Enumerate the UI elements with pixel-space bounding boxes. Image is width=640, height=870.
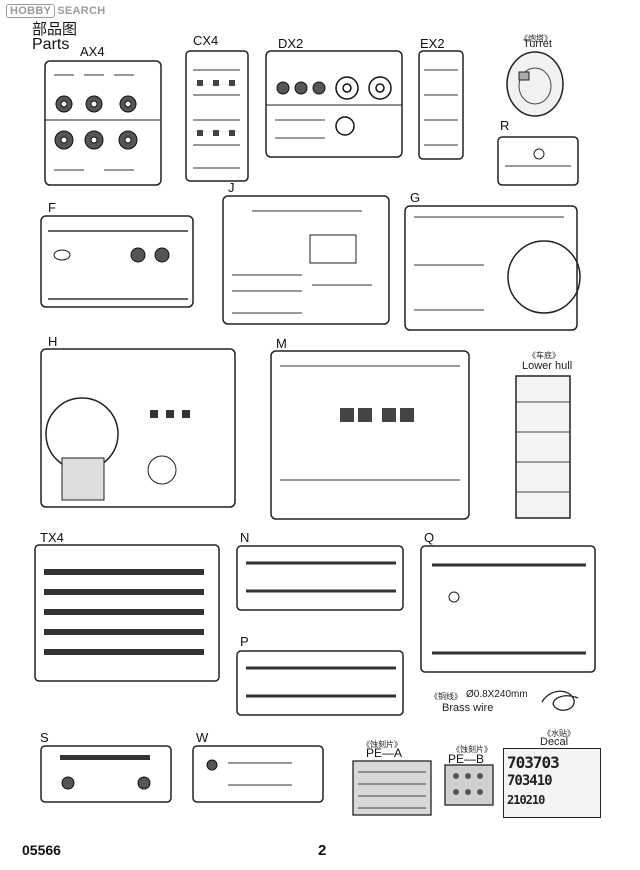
sprue-p-drawing [236, 650, 404, 716]
sprue-label-h: H [48, 334, 58, 349]
sprue-ex2-drawing [418, 50, 464, 160]
lower-hull-drawing [515, 375, 571, 519]
sprue-label-g: G [410, 190, 421, 205]
sprue-ax4-drawing [44, 60, 162, 186]
sprue-dx2-drawing [265, 50, 403, 158]
decal-row-1: 703703 [507, 753, 560, 772]
sprue-label-tx4: TX4 [40, 530, 64, 545]
sprue-tx4-drawing [34, 544, 220, 682]
pe-a-drawing [352, 760, 432, 816]
page-number: 2 [318, 842, 327, 859]
sprue-j-drawing [222, 195, 390, 325]
sprue-h-drawing [40, 348, 236, 508]
decal-label-en: Decal [540, 736, 569, 748]
watermark-logo: HOBBY [6, 4, 56, 18]
turret-label-cn: 《炮塔》 [520, 34, 552, 43]
pe-b-label: PE—B [448, 752, 485, 766]
page-title-cn: 部品图 [32, 20, 78, 38]
sprue-label-p: P [240, 634, 249, 649]
sprue-f-drawing [40, 215, 194, 308]
sprue-g-drawing [404, 205, 581, 331]
decal-sheet: 703703 703410 210210 [503, 748, 601, 818]
sprue-label-n: N [240, 530, 250, 545]
sprue-w-drawing [192, 745, 324, 803]
turret-drawing [506, 51, 564, 117]
brass-wire-label-en: Brass wire [442, 702, 494, 714]
sprue-label-w: W [196, 730, 209, 745]
lower-hull-label-en: Lower hull [522, 360, 573, 372]
page-title-en: Parts [32, 36, 70, 53]
lower-hull-label-cn: 《车底》 [528, 351, 560, 360]
sprue-r-drawing [497, 136, 579, 186]
sprue-label-cx4: CX4 [193, 33, 219, 48]
pe-a-label-cn: 《蚀刻片》 [362, 740, 402, 749]
sprue-label-f: F [48, 200, 56, 215]
sprue-label-q: Q [424, 530, 435, 545]
brass-wire-icon [541, 690, 579, 711]
pe-a-label: PE—A [366, 746, 403, 760]
sprue-n-drawing [236, 545, 404, 611]
sprue-label-m: M [276, 336, 287, 351]
sprue-s-drawing [40, 745, 172, 803]
sprue-label-dx2: DX2 [278, 36, 304, 51]
pe-b-label-cn: 《蚀刻片》 [452, 745, 492, 754]
sprue-label-s: S [40, 730, 49, 745]
decal-row-2: 703410 [507, 773, 553, 789]
sprue-q-drawing [420, 545, 596, 673]
watermark-text: SEARCH [57, 5, 106, 17]
brass-wire-label-cn: 《铜线》 [430, 692, 462, 701]
sprue-cx4-drawing [185, 50, 249, 182]
brass-wire-size: Ø0.8X240mm [466, 689, 528, 700]
sprue-label-ax4: AX4 [80, 44, 105, 59]
product-code: 05566 [22, 842, 61, 858]
sprue-label-r: R [500, 118, 510, 133]
pe-b-drawing [444, 764, 494, 806]
turret-label-en: Turret [523, 38, 552, 50]
decal-label-cn: 《水贴》 [543, 729, 575, 738]
sprue-m-drawing [270, 350, 470, 520]
sprue-label-ex2: EX2 [420, 36, 445, 51]
sprue-label-j: J [228, 180, 235, 195]
decal-row-3: 210210 [507, 793, 545, 807]
